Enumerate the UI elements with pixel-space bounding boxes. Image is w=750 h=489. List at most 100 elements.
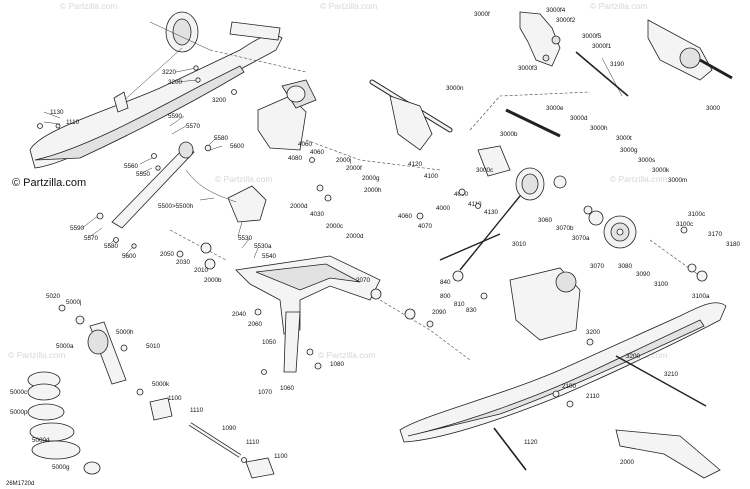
shock-5500: [111, 141, 267, 229]
callout: 5580: [214, 135, 229, 142]
callout: 3000e: [546, 105, 564, 112]
callout: 830: [466, 307, 477, 314]
callout: 2000h: [364, 187, 382, 194]
callout: 3000f5: [582, 33, 602, 40]
shaft-3000e: [505, 108, 561, 138]
hardware-bits: [37, 65, 708, 463]
callout: 2000d: [290, 203, 308, 210]
watermark: © Partzilla.com: [60, 1, 117, 11]
callout: 3170: [708, 231, 723, 238]
callout: 2070: [356, 277, 371, 284]
watermark: © Partzilla.com: [610, 174, 667, 184]
callout: 4130: [484, 209, 499, 216]
callout: 5530: [238, 235, 253, 242]
callout: 5000j: [66, 299, 81, 306]
callout: 3000m: [668, 177, 687, 184]
callout: 5000a: [56, 343, 74, 350]
diagram-code: 26M1720d: [6, 481, 34, 487]
callout: 5600: [122, 253, 137, 260]
rod-3210: [615, 355, 707, 407]
callout: 1100: [168, 395, 182, 402]
center-mount: [257, 79, 317, 151]
dashed-guide: [379, 299, 471, 361]
dashed-guide: [169, 229, 227, 261]
callout: 2060: [248, 321, 263, 328]
callout: 3200: [586, 329, 601, 336]
callout: 1100: [274, 453, 288, 460]
callout: 5560: [124, 163, 139, 170]
callout: 2000b: [204, 277, 222, 284]
callout: 800: [440, 293, 451, 300]
callout: 1120: [524, 439, 538, 446]
callout: 3100: [654, 281, 669, 288]
callout: 2010: [194, 267, 209, 274]
watermark: © Partzilla.com: [215, 174, 272, 184]
callout: 1130: [50, 109, 64, 116]
watermark: © Partzilla.com: [590, 1, 647, 11]
callout: 5020: [46, 293, 61, 300]
callout: 2000f: [346, 165, 362, 172]
callout: 2000c: [326, 223, 343, 230]
rod-3190: [575, 51, 629, 97]
callout: 4070: [418, 223, 433, 230]
callout: 4080: [288, 155, 303, 162]
callout-labels: [43, 67, 259, 259]
right-rail: [399, 302, 727, 443]
callout: 5540: [262, 253, 277, 260]
callout: 3000f2: [556, 17, 576, 24]
callout: 1050: [262, 339, 277, 346]
callout: 3180: [726, 241, 741, 248]
callout: 2000j: [336, 157, 351, 164]
callout: 3000g: [620, 147, 638, 154]
watermark: © Partzilla.com: [318, 350, 375, 360]
rod-3010: [439, 233, 501, 261]
callout: 2030: [176, 259, 191, 266]
callout: 2100: [562, 383, 577, 390]
callout: 2110: [586, 393, 600, 400]
callout: 4060: [398, 213, 413, 220]
callout: 2000: [620, 459, 635, 466]
callout: 2000g: [362, 175, 380, 182]
callout: 3000t: [616, 135, 632, 142]
callout: 1080: [330, 361, 345, 368]
callout: 3100c: [676, 221, 693, 228]
callout: 5000c: [10, 389, 27, 396]
callout: 3000s: [638, 157, 655, 164]
torsion-spring: [459, 167, 545, 271]
callout: 5570: [84, 235, 99, 242]
callout: 3090: [636, 271, 651, 278]
callout: 3000f: [474, 11, 490, 18]
callout: 3210: [664, 371, 679, 378]
rear-axle-shaft: [369, 79, 453, 151]
callout: 3200: [626, 353, 641, 360]
callout: 3000k: [652, 167, 670, 174]
tube-3000b: [477, 145, 511, 177]
callout: 5570: [186, 123, 201, 130]
callout: 5550: [136, 171, 151, 178]
callout: 3000h: [590, 125, 608, 132]
callout: 1110: [190, 407, 204, 414]
callout: 4060: [310, 149, 325, 156]
rear-mount: [509, 267, 581, 341]
callout: 3000d: [570, 115, 588, 122]
callout: 3060: [538, 217, 553, 224]
callout: 3070: [590, 263, 605, 270]
callout: 4030: [310, 211, 325, 218]
top-bracket: [519, 11, 561, 67]
a-arm: [235, 255, 381, 335]
callout: 3070a: [572, 235, 590, 242]
rear-shock-upper: [601, 19, 733, 97]
idler-wheel: [603, 215, 637, 249]
callout: 5580: [104, 243, 119, 250]
rod-1120: [493, 427, 527, 471]
callout: 3070b: [556, 225, 574, 232]
left-rail: [29, 21, 283, 169]
callout: 4110: [468, 201, 482, 208]
link-1050: [283, 311, 301, 373]
callout: 1070: [258, 389, 273, 396]
front-shock-upper: [113, 11, 211, 113]
callout: 5000h: [116, 329, 134, 336]
callout: 3000: [706, 105, 721, 112]
